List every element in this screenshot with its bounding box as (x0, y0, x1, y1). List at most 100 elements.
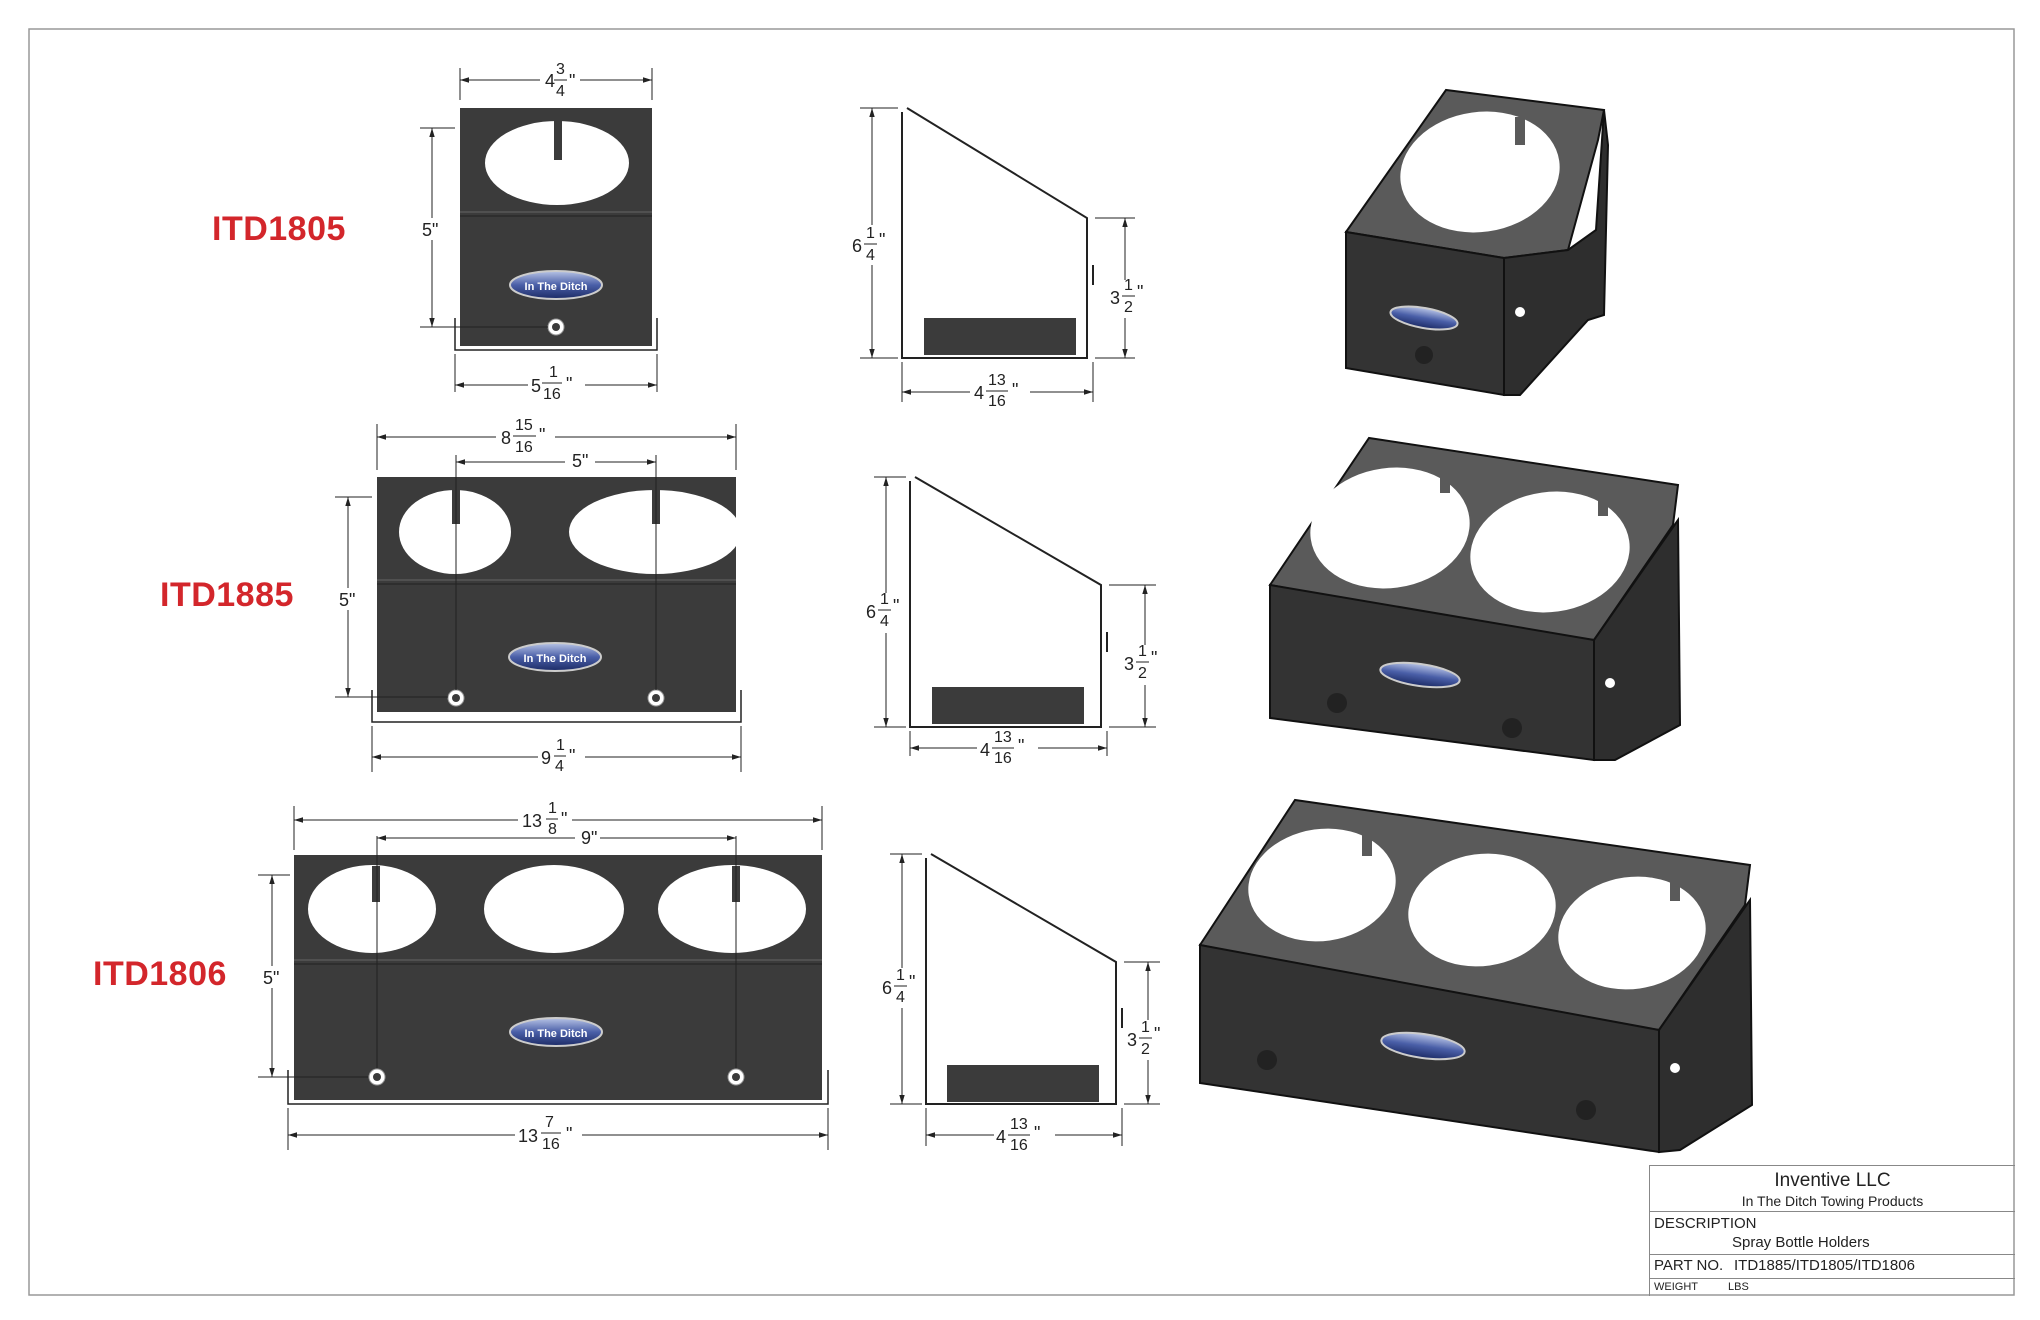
side-view-3-dims: 6 1 4 " 3 1 2 " 4 13 16 " (882, 853, 1160, 1154)
svg-text:7: 7 (545, 1114, 554, 1131)
description-value: Spray Bottle Holders (1732, 1234, 1870, 1251)
itd1885-spacing-dim: 5" (456, 451, 656, 471)
svg-text:8: 8 (501, 428, 511, 448)
svg-text:5": 5" (422, 220, 438, 240)
svg-text:13: 13 (522, 811, 542, 831)
itd1806-spacing-dim: 9" (377, 828, 736, 848)
svg-text:In The Ditch: In The Ditch (525, 1028, 588, 1040)
svg-text:9": 9" (581, 828, 597, 848)
svg-text:2: 2 (1138, 665, 1147, 682)
svg-text:4: 4 (996, 1127, 1006, 1147)
side-view-1 (901, 107, 1094, 359)
svg-text:": " (1034, 1123, 1040, 1143)
svg-text:6: 6 (882, 978, 892, 998)
itd1805-front-view: In The Ditch (454, 108, 658, 351)
weight-unit: LBS (1728, 1281, 1749, 1293)
itd1805-width-dim: 4 3 4 " (459, 61, 653, 100)
svg-text:": " (1018, 736, 1024, 756)
svg-text:": " (539, 425, 545, 445)
svg-text:1: 1 (880, 591, 889, 608)
svg-text:15: 15 (515, 417, 533, 434)
company-name: Inventive LLC (1774, 1170, 1891, 1191)
part-label-itd1806: ITD1806 (93, 955, 227, 993)
svg-text:4: 4 (880, 613, 889, 630)
logo-badge: In The Ditch (509, 270, 603, 300)
side-view-3 (925, 853, 1123, 1105)
itd1806-front-view: In The Ditch (287, 836, 829, 1105)
svg-text:": " (879, 230, 885, 250)
weight-label: WEIGHT (1654, 1281, 1698, 1293)
itd1885-width-dim: 8 15 16 " (376, 417, 737, 470)
part-label-itd1805: ITD1805 (212, 210, 346, 248)
svg-text:1: 1 (1138, 643, 1147, 660)
svg-text:4: 4 (556, 83, 565, 100)
svg-text:16: 16 (542, 1136, 560, 1153)
svg-text:2: 2 (1141, 1041, 1150, 1058)
side-view-1-dims: 6 1 4 " 3 1 2 " 4 13 16 " (852, 107, 1143, 410)
svg-text:": " (566, 374, 572, 394)
part-no-value: ITD1885/ITD1805/ITD1806 (1734, 1257, 1915, 1274)
svg-text:3: 3 (1127, 1030, 1137, 1050)
title-block: Inventive LLC In The Ditch Towing Produc… (1649, 1165, 2015, 1296)
svg-text:6: 6 (866, 602, 876, 622)
title-block-partno-row: PART NO. ITD1885/ITD1805/ITD1806 (1650, 1254, 2015, 1279)
svg-text:": " (561, 809, 567, 829)
itd1885-bottom-width-dim: 9 1 4 " (371, 726, 742, 775)
logo-badge: In The Ditch (509, 1017, 603, 1047)
itd1805-bottom-width-dim: 5 1 16 " (454, 354, 658, 403)
svg-text:2: 2 (1124, 299, 1133, 316)
svg-text:": " (893, 596, 899, 616)
svg-text:13: 13 (1010, 1116, 1028, 1133)
svg-text:16: 16 (543, 386, 561, 403)
logo-badge: In The Ditch (508, 642, 602, 672)
svg-text:In The Ditch: In The Ditch (525, 281, 588, 293)
svg-text:In The Ditch: In The Ditch (524, 653, 587, 665)
itd1805-height-dim: 5" (420, 127, 548, 328)
part-label-itd1885: ITD1885 (160, 576, 294, 614)
svg-text:1: 1 (549, 364, 558, 381)
svg-text:4: 4 (974, 383, 984, 403)
svg-text:": " (1012, 380, 1018, 400)
svg-text:": " (1151, 648, 1157, 668)
svg-text:1: 1 (896, 967, 905, 984)
svg-text:6: 6 (852, 236, 862, 256)
svg-text:13: 13 (994, 729, 1012, 746)
sheet-border (28, 28, 2015, 1296)
title-block-description-row: DESCRIPTION Spray Bottle Holders (1650, 1211, 2015, 1255)
svg-text:9: 9 (541, 748, 551, 768)
svg-text:8: 8 (548, 821, 557, 838)
description-label: DESCRIPTION (1654, 1215, 1757, 1232)
svg-text:4: 4 (896, 989, 905, 1006)
svg-text:16: 16 (994, 750, 1012, 767)
svg-text:1: 1 (866, 225, 875, 242)
svg-text:": " (566, 1124, 572, 1144)
svg-text:": " (569, 746, 575, 766)
svg-text:5": 5" (339, 590, 355, 610)
svg-text:13: 13 (518, 1126, 538, 1146)
svg-text:3: 3 (1110, 288, 1120, 308)
svg-text:": " (1137, 282, 1143, 302)
svg-text:5: 5 (531, 376, 541, 396)
svg-text:3: 3 (556, 61, 565, 78)
svg-text:3: 3 (1124, 654, 1134, 674)
svg-text:1: 1 (1141, 1019, 1150, 1036)
company-subtitle: In The Ditch Towing Products (1741, 1193, 1924, 1209)
svg-text:16: 16 (515, 439, 533, 456)
itd1806-height-dim: 5" (258, 874, 368, 1078)
title-block-weight-row: WEIGHT LBS (1650, 1278, 2015, 1296)
svg-text:4: 4 (866, 247, 875, 264)
svg-text:4: 4 (555, 758, 564, 775)
itd1885-height-dim: 5" (335, 496, 448, 698)
svg-text:1: 1 (548, 800, 557, 817)
itd1806-bottom-width-dim: 13 7 16 " (287, 1108, 829, 1153)
svg-text:16: 16 (1010, 1137, 1028, 1154)
svg-text:4: 4 (545, 71, 555, 91)
itd1805-isometric-view (1344, 88, 1610, 397)
svg-text:": " (569, 71, 575, 91)
itd1806-width-dim: 13 1 8 " (293, 800, 823, 850)
svg-text:13: 13 (988, 372, 1006, 389)
itd1885-front-view: In The Ditch (371, 455, 742, 723)
side-view-2-dims: 6 1 4 " 3 1 2 " 4 13 16 " (866, 476, 1157, 767)
svg-text:5": 5" (263, 968, 279, 988)
side-view-2 (909, 476, 1108, 728)
